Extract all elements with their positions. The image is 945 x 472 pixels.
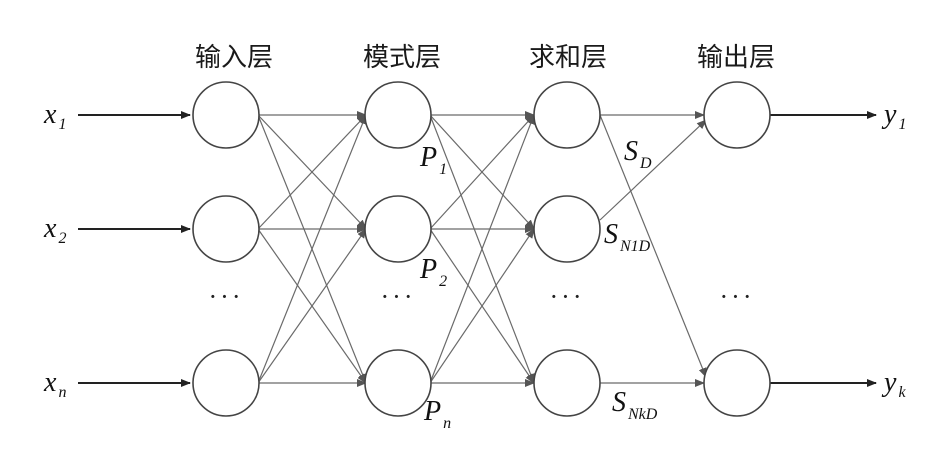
input-to-pattern-edges (257, 111, 367, 387)
summation-layer-title: 求和层 (529, 43, 607, 73)
input-layer-nodes (192, 81, 260, 417)
summation-node-1 (533, 81, 601, 149)
summation-layer-nodes (533, 81, 601, 417)
input-node-n (192, 349, 260, 417)
output-node-k (703, 349, 771, 417)
edge (429, 114, 535, 230)
edge (599, 119, 707, 221)
pattern-layer-nodes (364, 81, 432, 417)
pattern-node-n (364, 349, 432, 417)
summation-node-n (533, 349, 601, 417)
edge (257, 114, 367, 384)
pattern-to-summation-edges (429, 111, 535, 387)
output-node-1 (703, 81, 771, 149)
edge (257, 114, 367, 230)
pattern-node-2 (364, 195, 432, 263)
edge (429, 114, 535, 384)
input-layer-title: 输入层 (195, 43, 273, 73)
edge (599, 114, 707, 378)
output-layer-title: 输出层 (697, 43, 775, 73)
summation-node-2 (533, 195, 601, 263)
summation-to-output-edges (599, 111, 707, 387)
output-layer-nodes (703, 81, 771, 417)
edge (257, 228, 367, 384)
edge (429, 228, 535, 384)
input-ellipsis: ··· (209, 282, 244, 311)
pattern-layer-title: 模式层 (363, 43, 441, 73)
output-ellipsis: ··· (720, 282, 755, 311)
pattern-ellipsis: ··· (381, 282, 416, 311)
input-node-1 (192, 81, 260, 149)
pattern-node-1 (364, 81, 432, 149)
summation-ellipsis: ··· (550, 282, 585, 311)
input-node-2 (192, 195, 260, 263)
